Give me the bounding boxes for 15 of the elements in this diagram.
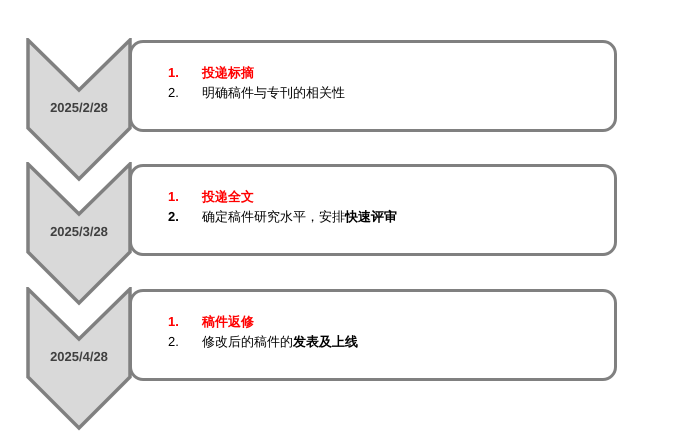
chevron-shape <box>26 162 132 306</box>
step-box <box>129 40 617 132</box>
step-box <box>129 164 617 256</box>
list-item: 2. 明确稿件与专刊的相关性 <box>168 84 345 102</box>
list-item: 2. 确定稿件研究水平，安排快速评审 <box>168 208 397 226</box>
list-item: 1. 稿件返修 <box>168 313 254 331</box>
list-item: 1. 投递标摘 <box>168 64 254 82</box>
chevron-shape <box>26 287 132 431</box>
list-item: 2. 修改后的稿件的发表及上线 <box>168 333 358 351</box>
step-box <box>129 289 617 381</box>
date-label: 2025/2/28 <box>49 100 109 115</box>
list-item: 1. 投递全文 <box>168 188 254 206</box>
date-label: 2025/4/28 <box>49 349 109 364</box>
date-label: 2025/3/28 <box>49 224 109 239</box>
chevron-shape <box>26 38 132 182</box>
